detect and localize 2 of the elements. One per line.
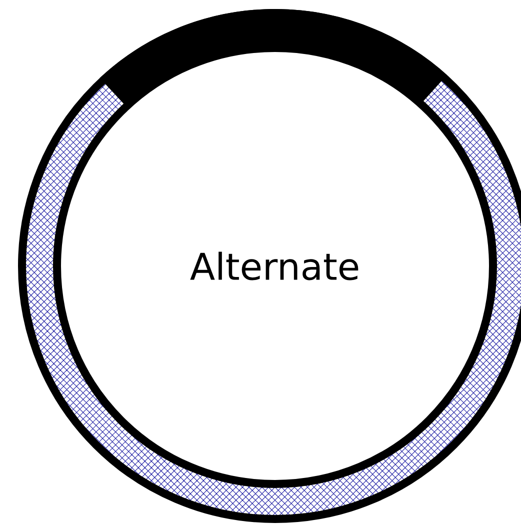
node-label: Alternate <box>190 252 358 280</box>
circle-node: Alternate <box>53 44 497 488</box>
